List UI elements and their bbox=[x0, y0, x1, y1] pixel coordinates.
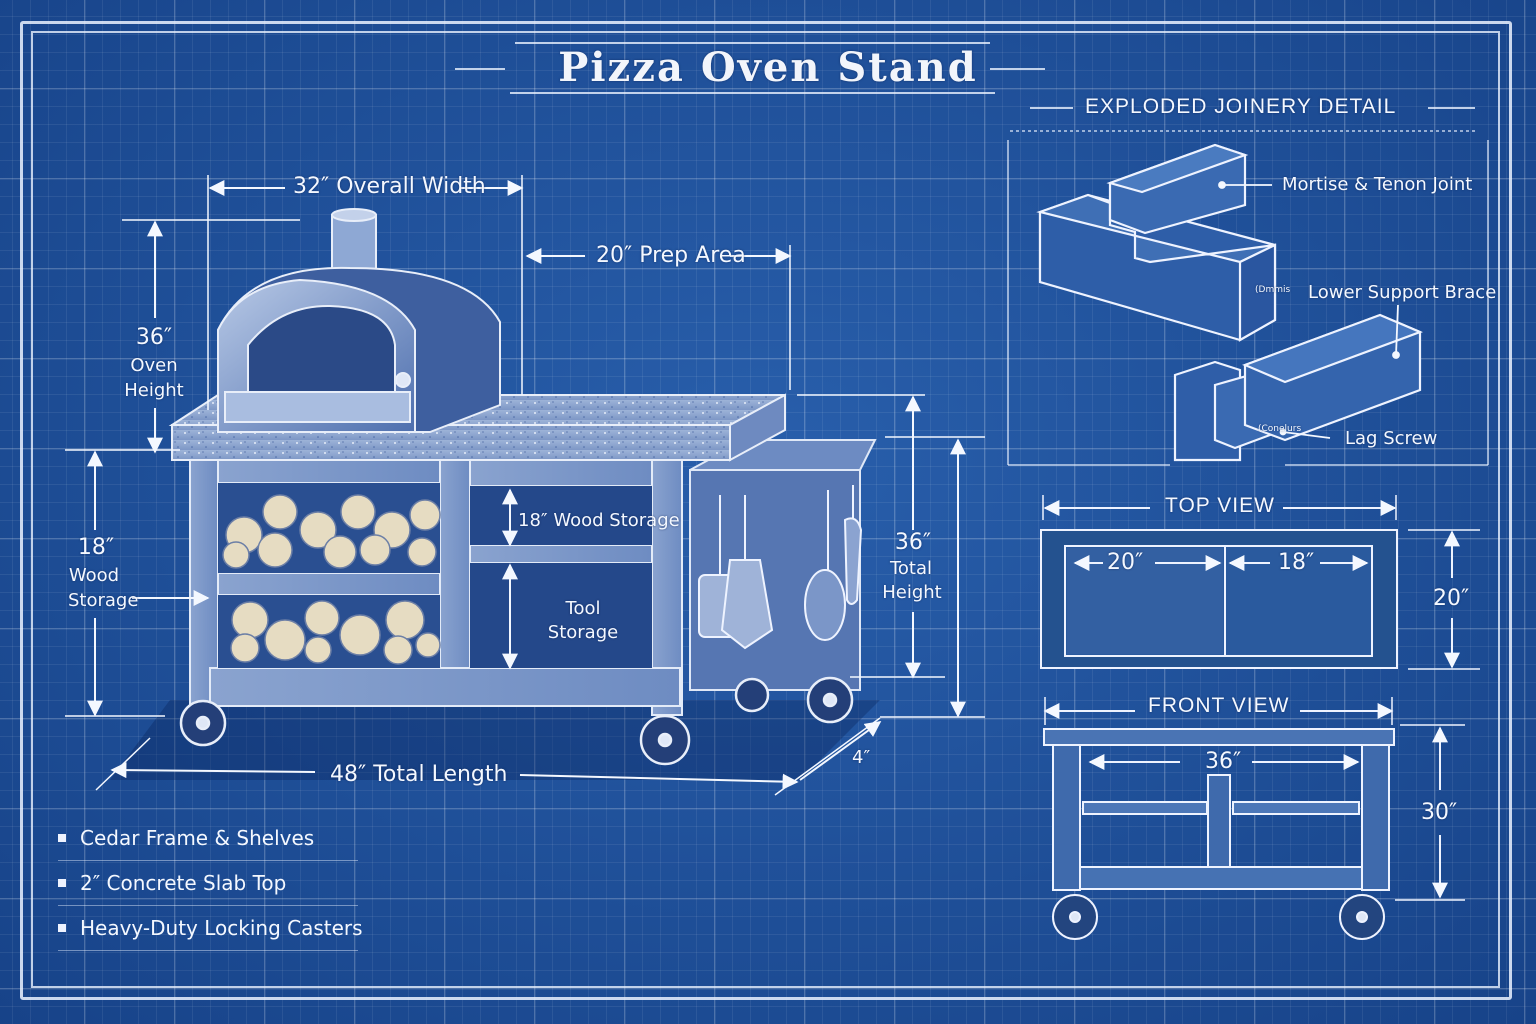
joinery-heading: EXPLODED JOINERY DETAIL bbox=[1085, 95, 1397, 118]
top-view-drawing bbox=[1040, 495, 1480, 670]
top-view-left-width: 20″ bbox=[1107, 550, 1144, 575]
prep-area-label: 20″ Prep Area bbox=[596, 243, 746, 268]
oven-height-line2: Height bbox=[124, 380, 184, 401]
title-rules bbox=[455, 42, 1045, 94]
joinery-illustration bbox=[1007, 107, 1489, 466]
main-dimensions bbox=[65, 175, 985, 796]
note-item: Cedar Frame & Shelves bbox=[58, 816, 363, 860]
firewood-logs bbox=[222, 494, 441, 665]
page-title: Pizza Oven Stand bbox=[558, 44, 978, 91]
wood-storage-line1: Wood bbox=[68, 565, 120, 586]
inner-border bbox=[31, 31, 1500, 988]
overall-width-label: 32″ Overall Width bbox=[293, 174, 486, 199]
main-stand-illustration bbox=[110, 208, 880, 780]
note-divider bbox=[58, 860, 358, 861]
front-view-heading: FRONT VIEW bbox=[1148, 694, 1290, 717]
front-view-height: 30″ bbox=[1421, 800, 1458, 825]
mortise-tenon-callout: Mortise & Tenon Joint bbox=[1282, 174, 1473, 195]
total-height-value: 36″ bbox=[894, 530, 932, 555]
caster-offset-label: 4″ bbox=[852, 747, 871, 768]
top-view-depth: 20″ bbox=[1433, 586, 1470, 611]
inner-wood-storage-label: 18″ Wood Storage bbox=[518, 510, 680, 531]
casters bbox=[179, 676, 854, 766]
bullet-icon bbox=[58, 879, 66, 887]
lag-screw-callout: Lag Screw bbox=[1345, 428, 1438, 449]
note-item: 2″ Concrete Slab Top bbox=[58, 861, 363, 905]
front-view-drawing bbox=[1043, 697, 1465, 940]
note-text: Heavy-Duty Locking Casters bbox=[80, 916, 363, 940]
note-divider bbox=[58, 905, 358, 906]
note-text: Cedar Frame & Shelves bbox=[80, 826, 315, 850]
total-height-line2: Height bbox=[882, 582, 942, 603]
front-view-inner-width: 36″ bbox=[1205, 749, 1242, 774]
note-item: Heavy-Duty Locking Casters bbox=[58, 906, 363, 950]
lower-brace-callout: Lower Support Brace bbox=[1308, 282, 1497, 303]
note-divider bbox=[58, 950, 358, 951]
note-text: 2″ Concrete Slab Top bbox=[80, 871, 287, 895]
bullet-icon bbox=[58, 834, 66, 842]
small-tag-2: (Conelurs bbox=[1258, 424, 1302, 434]
pizza-oven bbox=[217, 208, 501, 433]
small-tag-1: (Dmmis bbox=[1255, 285, 1291, 295]
top-view-right-width: 18″ bbox=[1278, 550, 1315, 575]
oven-height-line1: Oven bbox=[130, 355, 178, 376]
oven-height-value: 36″ bbox=[135, 325, 173, 350]
tool-storage-line1: Tool bbox=[565, 598, 601, 619]
tool-storage-line2: Storage bbox=[547, 622, 619, 643]
material-notes-list: Cedar Frame & Shelves 2″ Concrete Slab T… bbox=[58, 816, 363, 951]
total-height-line1: Total bbox=[889, 558, 933, 579]
total-length-label: 48″ Total Length bbox=[330, 762, 508, 787]
wood-storage-value: 18″ bbox=[77, 535, 115, 560]
bullet-icon bbox=[58, 924, 66, 932]
wood-storage-line2: Storage bbox=[68, 590, 139, 611]
outer-border bbox=[20, 21, 1512, 1000]
top-view-heading: TOP VIEW bbox=[1165, 494, 1275, 517]
